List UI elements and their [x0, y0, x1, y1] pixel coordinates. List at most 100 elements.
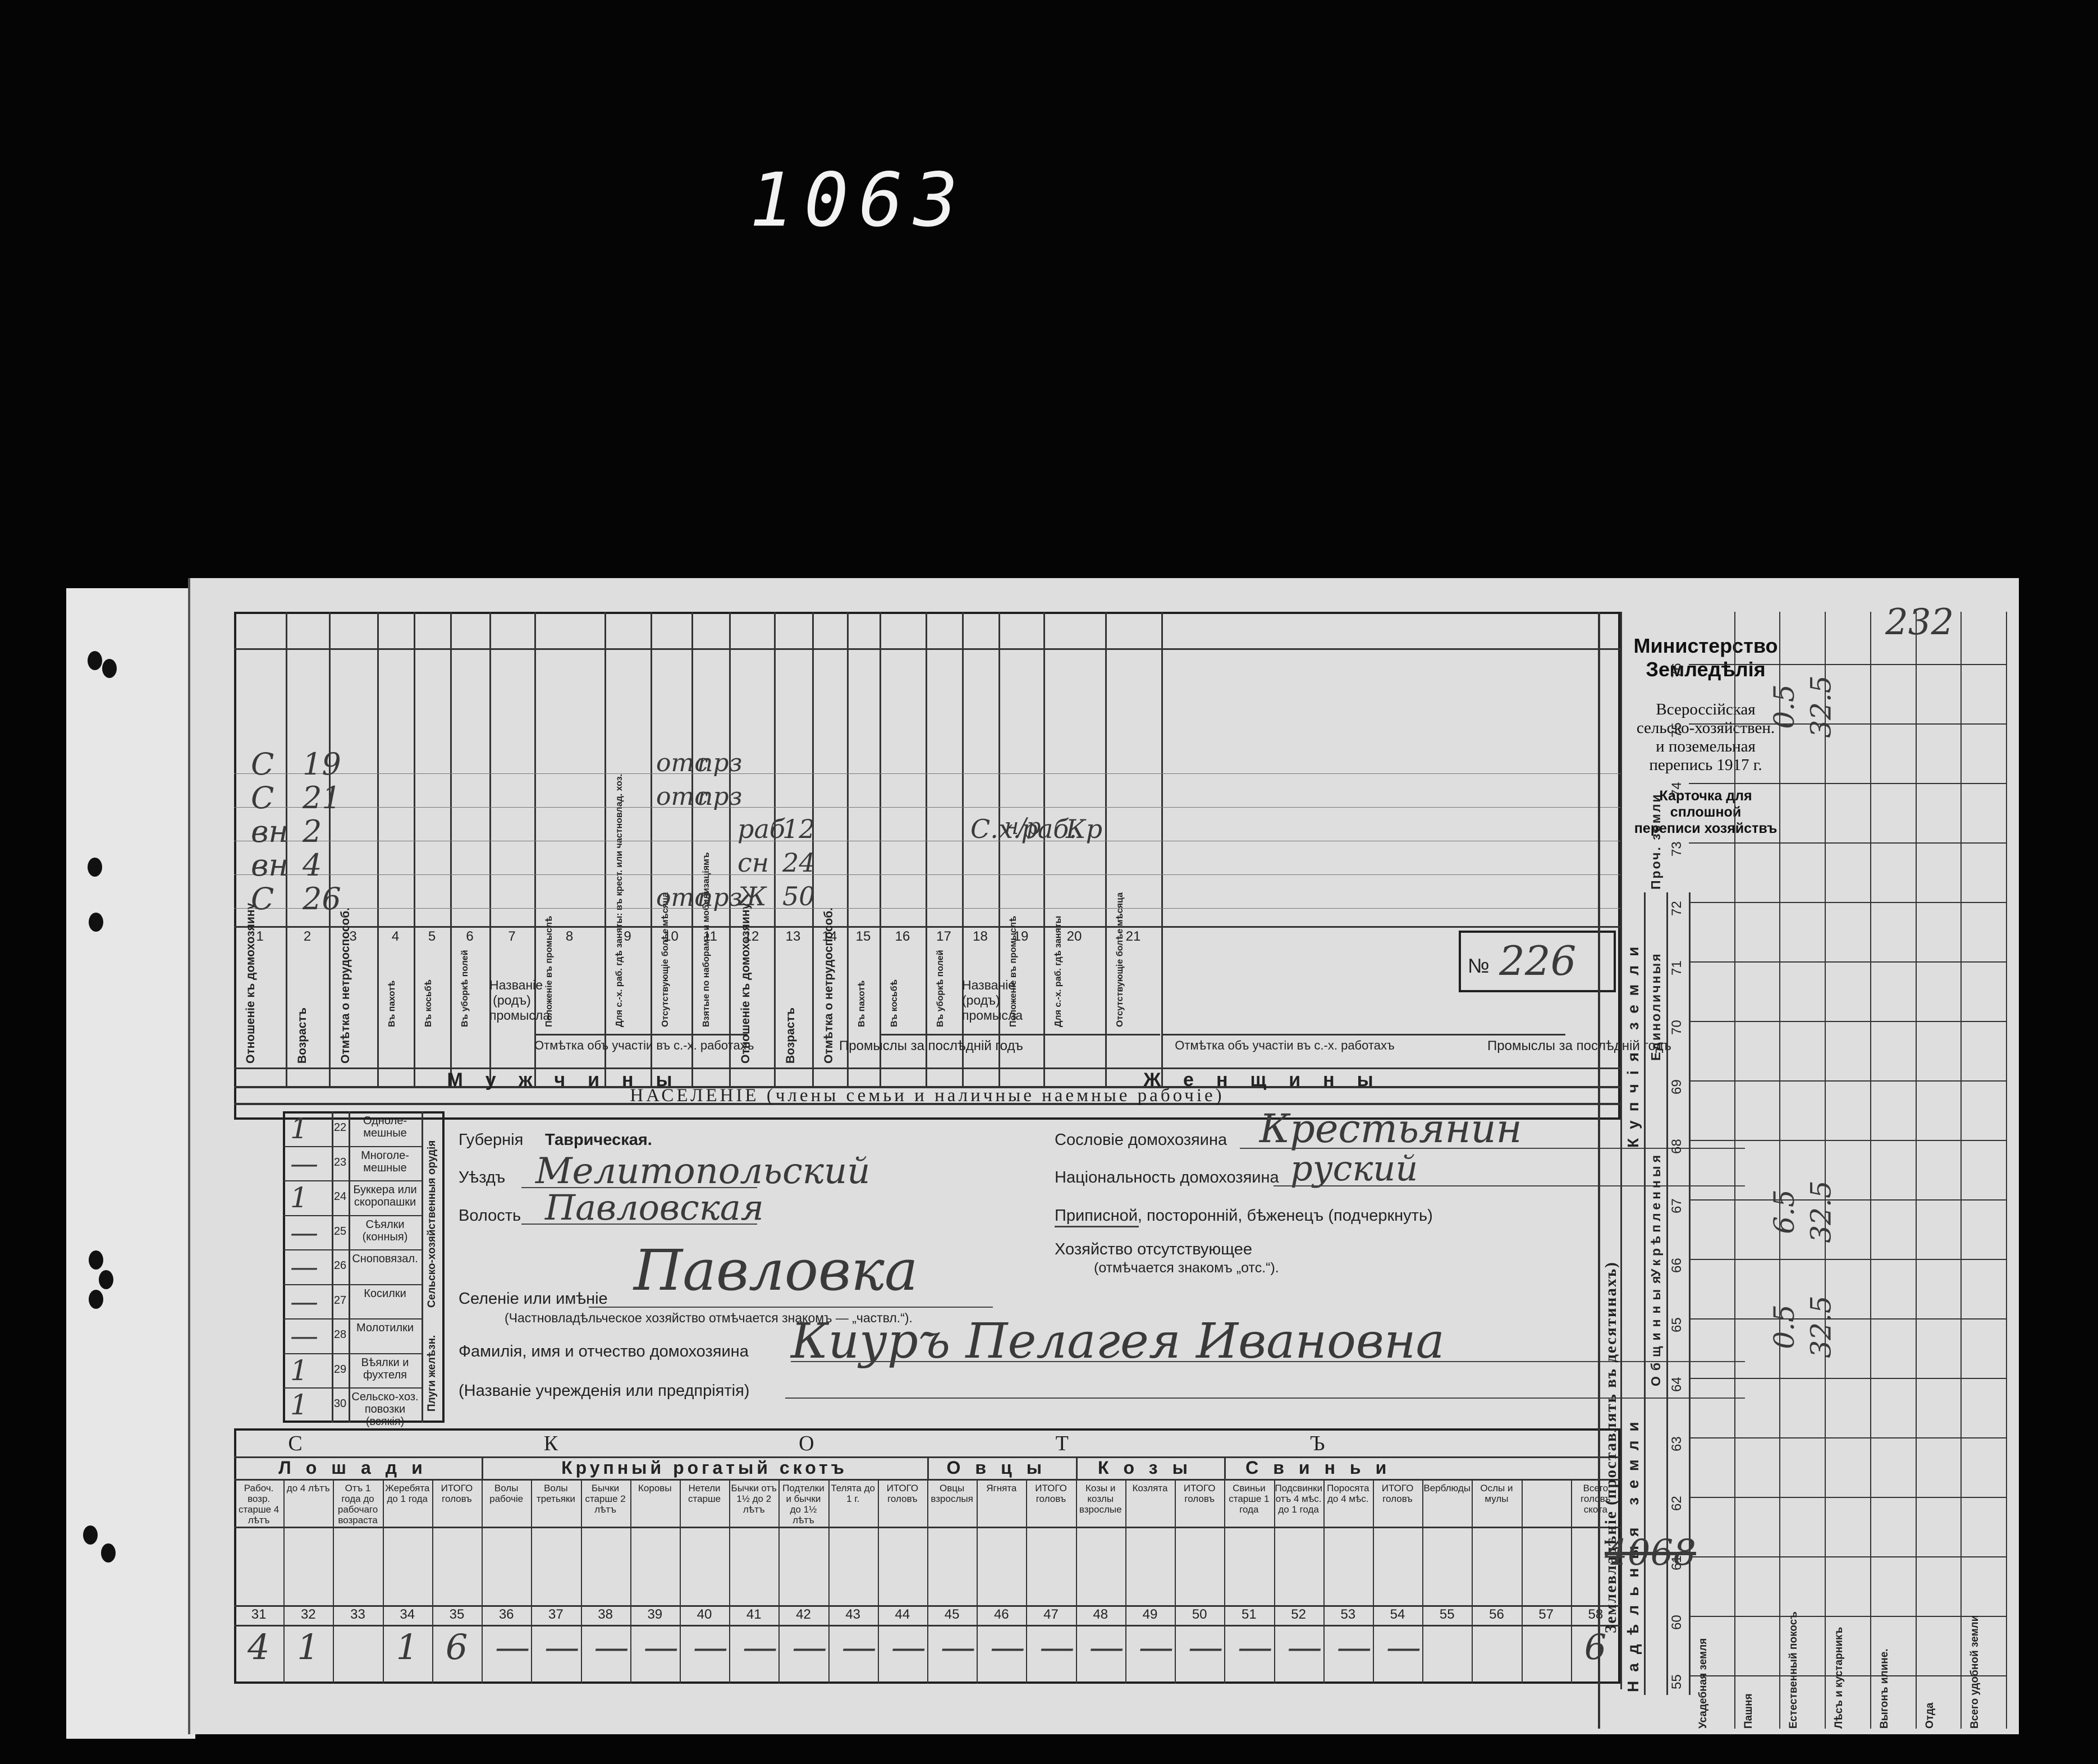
gubernia-value: Таврическая.	[545, 1131, 652, 1149]
implements-plough-label: Плуги желѣзн.	[426, 1335, 438, 1412]
column-rule	[377, 612, 379, 1086]
livestock-count: —	[693, 1626, 728, 1667]
women-column-header: Въ уборкѣ полей	[936, 950, 945, 1027]
column-rule	[828, 1479, 830, 1684]
column-number: 9	[624, 929, 631, 944]
column-rule	[1521, 1479, 1523, 1684]
row-rule	[234, 773, 1620, 774]
column-number: 6	[466, 929, 474, 944]
implement-count: 1	[290, 1112, 308, 1145]
row-rule	[234, 807, 1620, 808]
woman-relation: раб.	[737, 814, 794, 844]
column-number: 10	[663, 929, 679, 944]
column-rule	[580, 1479, 582, 1684]
livestock-column-header: Коровы	[638, 1483, 672, 1493]
nationality-value: руский	[1290, 1148, 1418, 1189]
column-rule	[482, 1456, 484, 1479]
woman-relation: Ж	[737, 881, 767, 911]
column-number: 5	[428, 929, 436, 944]
men-column-header: Въ косьбѣ	[424, 979, 433, 1027]
livestock-column-number: 38	[598, 1607, 613, 1622]
women-column-header: Названіе (родъ) промысла	[962, 978, 1023, 1023]
row-rule	[1689, 1199, 2006, 1201]
column-rule	[1372, 1479, 1374, 1684]
land-row-label: Естественный покосъ	[1788, 1611, 1800, 1729]
man-relation: С	[251, 780, 274, 815]
column-rule	[2006, 612, 2007, 1729]
corner-note: 232	[1885, 602, 1954, 643]
implement-number: 27	[333, 1294, 347, 1307]
livestock-count: —	[1138, 1626, 1174, 1667]
men-column-header: Названіе (родъ) промысла	[489, 978, 551, 1023]
livestock-column-header: Бычки старше 2 лѣтъ	[585, 1483, 626, 1515]
column-rule	[1960, 612, 1962, 1729]
nationality-label: Національность домохозяина	[1055, 1169, 1279, 1186]
livestock-column-header: Нетели старше	[688, 1483, 721, 1504]
man-absent: отс	[656, 749, 708, 777]
land-value: 0.5	[1767, 1304, 1801, 1349]
livestock-column-header: Волы третьяки	[536, 1483, 575, 1504]
land-column-number: 69	[1669, 1079, 1684, 1094]
livestock-column-number: 41	[746, 1607, 762, 1622]
landholding-label: Землевладѣніе (проставлять въ десятинахъ…	[1602, 1261, 1620, 1633]
column-rule	[1274, 1479, 1275, 1684]
land-column-number: 63	[1669, 1436, 1684, 1451]
column-number: 17	[936, 929, 951, 944]
livestock-column-number: 49	[1142, 1607, 1158, 1622]
column-number: 2	[303, 929, 312, 944]
man-relation: С	[251, 746, 274, 782]
binding-hole	[101, 1543, 116, 1563]
implement-count: —	[290, 1216, 318, 1249]
implement-name: Вѣялки и фухтеля	[361, 1356, 409, 1381]
men-column-header: Въ пахотѣ	[387, 980, 397, 1027]
census-line: перепись 1917 г.	[1649, 756, 1762, 774]
livestock-column-header: Волы рабочіе	[489, 1483, 524, 1504]
men-column-header: Отношеніе къ домохозяину	[244, 902, 257, 1064]
census-line: сельско-хозяйствен.	[1636, 719, 1775, 737]
man-relation: вн	[251, 847, 288, 883]
livestock-column-number: 56	[1489, 1607, 1504, 1622]
row-rule	[1689, 1616, 2006, 1617]
livestock-column-header: Козы и козлы взрослые	[1079, 1483, 1122, 1515]
livestock-column-header: Отъ 1 года до рабочаго возраста	[337, 1483, 378, 1525]
row-rule	[1689, 961, 2006, 963]
men-label: Мужчины	[447, 1069, 695, 1091]
land-column-number: 60	[1669, 1615, 1684, 1630]
men-column-header: Взятые по наборамъ и мобилизаціямъ	[702, 852, 711, 1027]
livestock-column-number: 32	[300, 1607, 316, 1622]
gubernia-label: Губернія	[459, 1131, 524, 1149]
implement-name: Сѣялки (конныя)	[362, 1218, 408, 1243]
column-rule	[962, 612, 964, 1086]
column-rule	[1161, 612, 1163, 1086]
livestock-column-header: Подтелки и бычки до 1½ лѣтъ	[782, 1483, 824, 1525]
livestock-group-label: Лошади	[278, 1458, 437, 1478]
column-rule	[927, 1456, 929, 1479]
livestock-column-header: Рабоч. возр. старше 4 лѣтъ	[238, 1483, 280, 1525]
land-value: 0.5	[1767, 684, 1801, 729]
livestock-column-header: Телята до 1 г.	[831, 1483, 875, 1504]
row-rule	[283, 1387, 422, 1389]
column-rule	[1026, 1479, 1028, 1684]
ministry-line: Земледѣлія	[1646, 658, 1766, 681]
column-rule	[1224, 1456, 1226, 1479]
institution-label: (Названіе учрежденія или предпріятія)	[459, 1382, 750, 1400]
men-column-header: Положеніе въ промыслѣ	[544, 915, 554, 1027]
livestock-column-header: Овцы взрослыя	[931, 1483, 973, 1504]
census-line: Всероссійская	[1656, 700, 1756, 718]
card-title-line: переписи хозяйствъ	[1634, 821, 1778, 836]
column-rule	[1323, 1479, 1325, 1684]
land-row-label: Лѣсъ и кустарникъ	[1833, 1626, 1845, 1729]
livestock-count: 1	[297, 1626, 319, 1667]
column-rule	[1825, 612, 1826, 1729]
population-table	[234, 612, 1620, 1120]
binding-hole	[89, 913, 103, 932]
livestock-count: —	[495, 1626, 530, 1667]
householder-name-value: Киуръ Пелагея Ивановна	[791, 1313, 1445, 1369]
row-rule	[1689, 1080, 2006, 1082]
men-column-header: Для с.-х. раб. гдѣ заняты: въ крест. или…	[615, 773, 624, 1027]
livestock-count: —	[743, 1626, 778, 1667]
man-age: 19	[303, 746, 341, 782]
column-rule	[450, 612, 452, 1086]
land-column-number: 62	[1669, 1496, 1684, 1511]
livestock-count: —	[1188, 1626, 1224, 1667]
